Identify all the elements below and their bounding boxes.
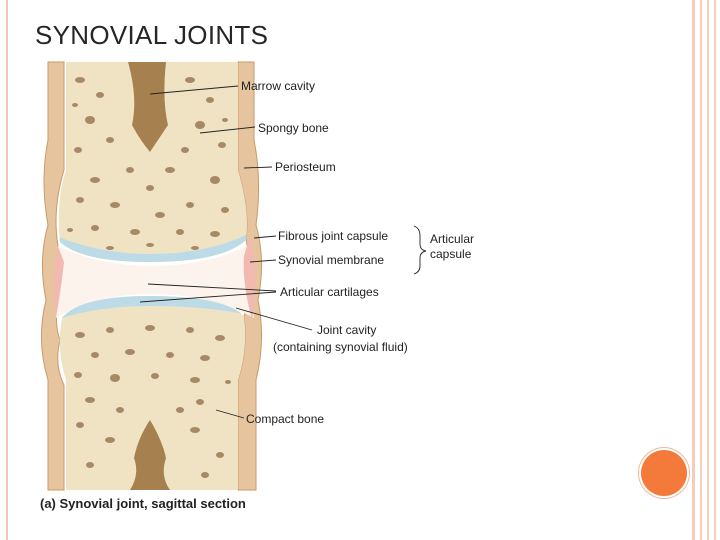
synovial-membrane-left	[53, 246, 64, 318]
leader-periosteum	[243, 166, 273, 169]
slide-right-border-4	[714, 0, 716, 540]
leader-joint-cavity	[235, 307, 313, 331]
label-compact-bone: Compact bone	[246, 412, 324, 426]
label-spongy-bone: Spongy bone	[258, 121, 329, 135]
label-marrow-cavity: Marrow cavity	[241, 79, 315, 93]
label-articular-cartilages: Articular cartilages	[280, 285, 379, 299]
slide-right-border-3	[707, 0, 709, 540]
synovial-membrane-right	[243, 236, 256, 320]
leader-marrow-cavity	[149, 85, 239, 95]
leader-fibrous-capsule	[253, 235, 277, 239]
leader-articular-cart-1	[147, 283, 277, 292]
label-fibrous-joint-capsule: Fibrous joint capsule	[278, 229, 388, 243]
slide-right-border-1	[692, 0, 695, 540]
leader-synovial-membrane	[249, 259, 277, 263]
leader-compact-bone	[215, 409, 245, 419]
upper-articular-cartilage	[58, 232, 247, 262]
lower-marrow-cavity	[130, 420, 170, 490]
upper-spongy-pores	[67, 77, 229, 250]
label-periosteum: Periosteum	[275, 160, 336, 174]
lower-articular-cartilage	[59, 296, 246, 320]
label-articular-capsule-2: capsule	[430, 247, 472, 261]
joint-cavity	[56, 244, 254, 318]
leader-lines	[139, 85, 427, 419]
label-articular-capsule-1: Articular	[430, 232, 474, 246]
label-joint-cavity: Joint cavity	[317, 323, 376, 337]
lower-spongy-pores	[74, 325, 231, 478]
upper-marrow-cavity	[128, 62, 168, 152]
leader-articular-cart-2	[139, 291, 277, 303]
decorative-orange-circle	[641, 450, 687, 496]
label-synovial-membrane: Synovial membrane	[278, 253, 384, 267]
slide-title: SYNOVIAL JOINTS	[35, 20, 269, 50]
figure-caption: (a) Synovial joint, sagittal section	[40, 496, 246, 511]
slide-right-border-2	[700, 0, 702, 540]
articular-capsule-brace	[413, 225, 427, 275]
slide-left-border	[6, 0, 8, 540]
label-joint-cavity-detail: (containing synovial fluid)	[273, 340, 408, 354]
leader-spongy-bone	[199, 126, 256, 134]
